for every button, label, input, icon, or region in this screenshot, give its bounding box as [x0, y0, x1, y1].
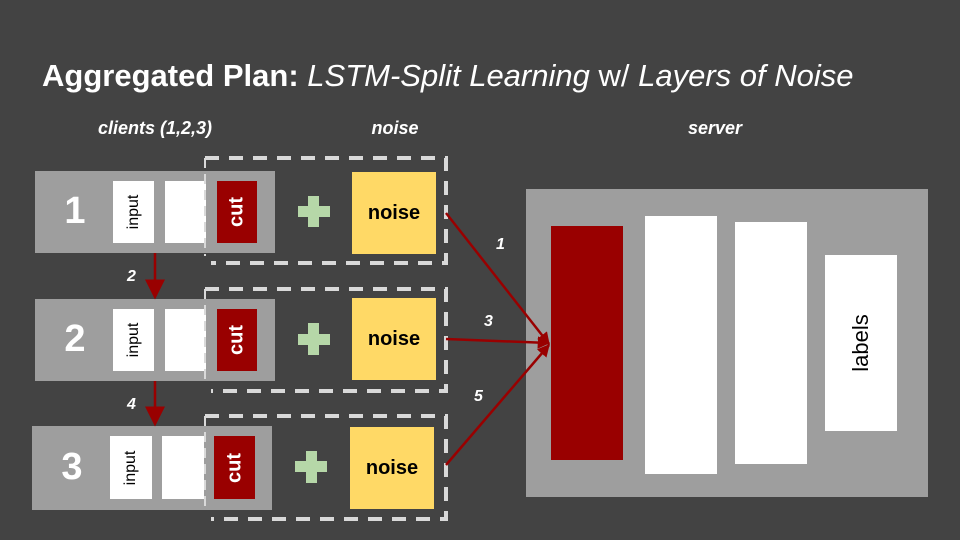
arrow-noise3-to-server: [445, 344, 550, 466]
client-2-noise-box: noise: [352, 298, 436, 380]
client-1-hidden-layer: [165, 181, 206, 243]
title-bold: Aggregated Plan:: [42, 58, 299, 93]
client-2-number: 2: [64, 318, 86, 360]
title-italic-2: Layers of Noise: [638, 58, 854, 93]
arrow-noise2-to-server: [445, 336, 551, 349]
plus-icon-3: [295, 451, 327, 483]
client-3-number: 3: [61, 446, 83, 488]
title-italic: LSTM-Split Learning: [307, 58, 590, 93]
client-1-number: 1: [64, 190, 86, 232]
slide-title: Aggregated Plan: LSTM-Split Learning w/ …: [42, 58, 854, 94]
step-label-1: 1: [496, 236, 505, 253]
step-label-5: 5: [474, 388, 483, 405]
client-3-noise-box: noise: [350, 427, 434, 509]
server-header: server: [687, 118, 743, 138]
noise-header: noise: [371, 118, 419, 138]
server-hidden-layer-1: [645, 216, 717, 474]
client-1-cut-layer: cut: [217, 181, 257, 243]
step-label-2: 2: [127, 268, 136, 285]
title-normal: w/: [598, 58, 630, 93]
client-2-input-layer: input: [113, 309, 154, 371]
client-1-input-layer: input: [113, 181, 154, 243]
clients-header: clients (1,2,3): [97, 118, 213, 138]
noise-region-3-border: [205, 414, 448, 521]
client-2-hidden-layer: [165, 309, 206, 371]
client-3-input-layer: input: [110, 436, 152, 499]
server-hidden-layer-2: [735, 222, 807, 464]
client-3-hidden-layer: [162, 436, 204, 499]
server-cut-layer: [551, 226, 623, 460]
client-1-noise-box: noise: [352, 172, 436, 254]
step-label-3: 3: [484, 313, 493, 330]
plus-icon-2: [298, 323, 330, 355]
server-labels-layer: labels: [825, 255, 897, 431]
step-label-4: 4: [127, 396, 136, 413]
client-2-cut-layer: cut: [217, 309, 257, 371]
noise-region-1-border: [205, 156, 448, 265]
arrow-noise1-to-server: [445, 212, 550, 345]
plus-icon-1: [298, 196, 330, 227]
client-3-cut-layer: cut: [214, 436, 255, 499]
